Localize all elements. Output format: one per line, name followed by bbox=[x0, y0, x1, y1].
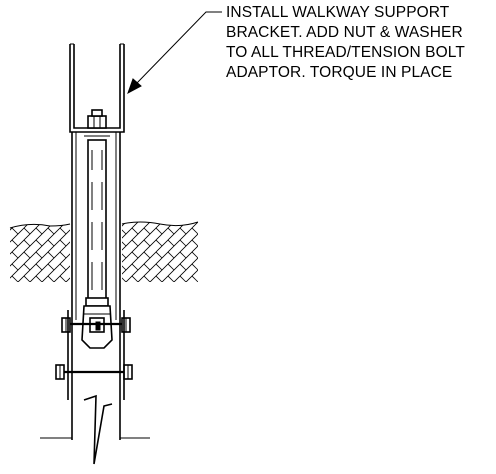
break-line-symbol bbox=[40, 394, 150, 465]
note-line-1: INSTALL WALKWAY SUPPORT bbox=[226, 4, 450, 21]
upper-cross-bolt bbox=[61, 317, 131, 333]
note-line-2: BRACKET. ADD NUT & WASHER bbox=[226, 24, 463, 41]
note-line-3: TO ALL THREAD/TENSION BOLT bbox=[226, 44, 465, 61]
leader-arrow bbox=[127, 11, 222, 95]
top-nut-and-washer bbox=[87, 109, 107, 129]
note-line-4: ADAPTOR. TORQUE IN PLACE bbox=[226, 64, 452, 81]
bolt-side-plates bbox=[67, 310, 125, 400]
all-thread-rod bbox=[84, 135, 110, 301]
pier-pipe bbox=[71, 132, 121, 440]
callout-note: INSTALL WALKWAY SUPPORT BRACKET. ADD NUT… bbox=[226, 4, 465, 81]
ground-soil bbox=[9, 221, 199, 282]
